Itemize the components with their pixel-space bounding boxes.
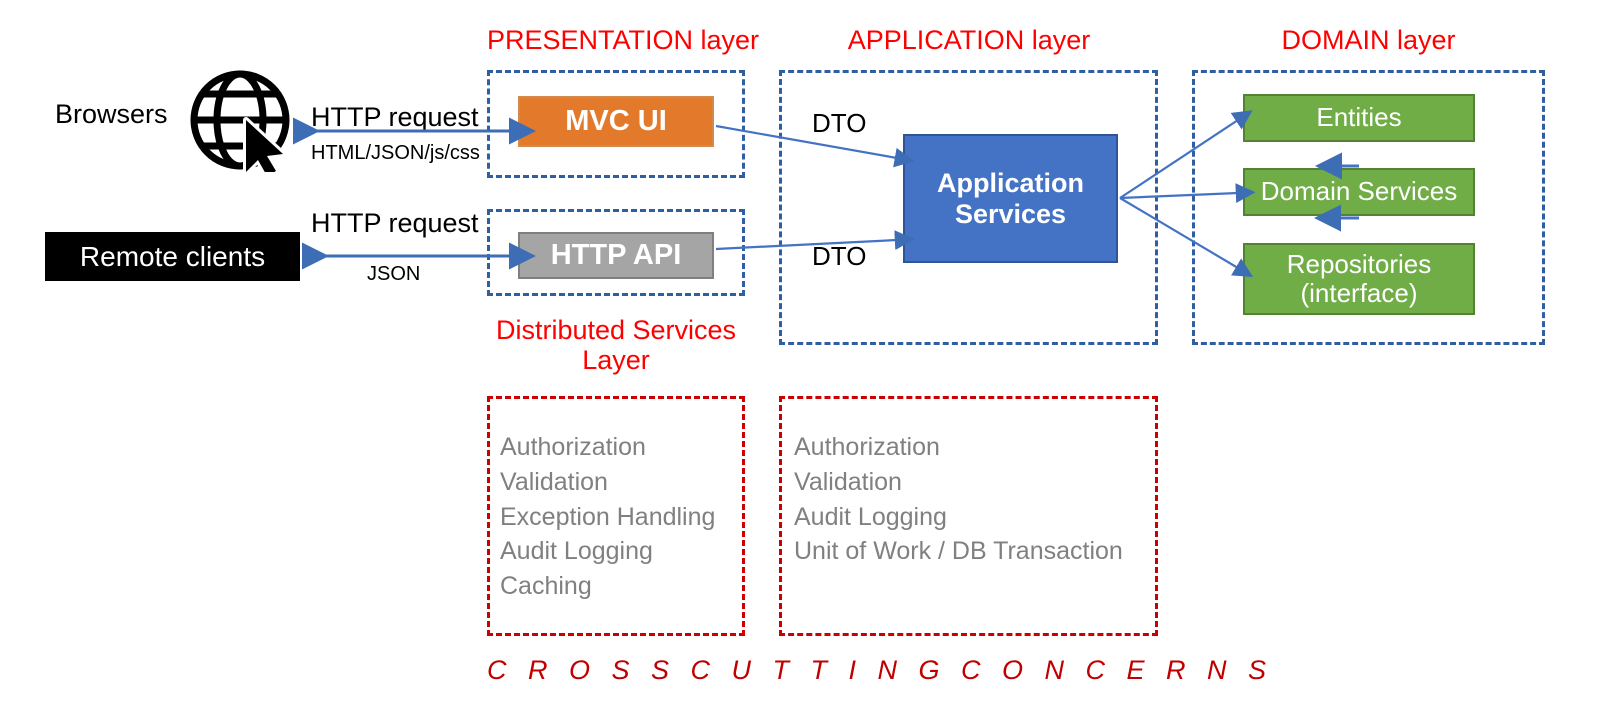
application-services-line1: Application xyxy=(937,168,1084,198)
browsers-label: Browsers xyxy=(55,99,168,129)
list-item: Caching xyxy=(500,572,592,600)
distributed-services-title-line1: Distributed Services xyxy=(495,315,737,345)
browser-request-label: HTTP request xyxy=(311,102,479,132)
presentation-crosscutting-list: Authorization Validation Exception Handl… xyxy=(500,430,715,604)
list-item: Validation xyxy=(794,467,902,496)
globe-cursor-icon xyxy=(188,68,292,179)
application-services-line2: Services xyxy=(954,198,1067,229)
distributed-services-layer-title: Distributed Services Layer xyxy=(487,315,745,375)
presentation-layer-api-container xyxy=(487,209,745,296)
entities-box: Entities xyxy=(1243,94,1475,142)
list-item: Exception Handling xyxy=(500,502,716,531)
list-item: Audit Logging xyxy=(500,537,653,566)
crosscutting-footer-label: C R O S S C U T T I N G C O N C E R N S xyxy=(487,655,1274,685)
repositories-line1: Repositories xyxy=(1286,248,1432,279)
http-api-box: HTTP API xyxy=(518,232,714,279)
domain-layer-title: DOMAIN layer xyxy=(1281,25,1456,55)
client-request-label: HTTP request xyxy=(311,208,479,238)
repositories-box: Repositories (interface) xyxy=(1243,243,1475,315)
browser-response-label: HTML/JSON/js/css xyxy=(311,142,480,164)
distributed-services-title-line2: Layer xyxy=(582,345,650,376)
application-crosscutting-list: Authorization Validation Audit Logging U… xyxy=(794,430,1123,569)
client-response-label: JSON xyxy=(367,263,421,285)
presentation-layer-title: PRESENTATION layer xyxy=(487,25,760,55)
list-item: Audit Logging xyxy=(794,502,947,531)
presentation-layer-mvc-container xyxy=(487,70,745,178)
list-item: Unit of Work / DB Transaction xyxy=(794,537,1123,566)
presentation-crosscutting-box xyxy=(487,396,745,636)
application-crosscutting-box xyxy=(779,396,1158,636)
mvc-ui-box: MVC UI xyxy=(518,96,714,147)
list-item: Authorization xyxy=(794,433,940,461)
remote-clients-box: Remote clients xyxy=(45,232,300,281)
application-layer-title: APPLICATION layer xyxy=(847,25,1091,55)
dto-bottom-label: DTO xyxy=(812,241,867,271)
domain-services-box: Domain Services xyxy=(1243,168,1475,216)
dto-top-label: DTO xyxy=(812,108,867,138)
repositories-line2: (interface) xyxy=(1300,278,1418,308)
application-services-box: Application Services xyxy=(903,134,1118,263)
list-item: Validation xyxy=(500,467,608,496)
list-item: Authorization xyxy=(500,433,646,461)
